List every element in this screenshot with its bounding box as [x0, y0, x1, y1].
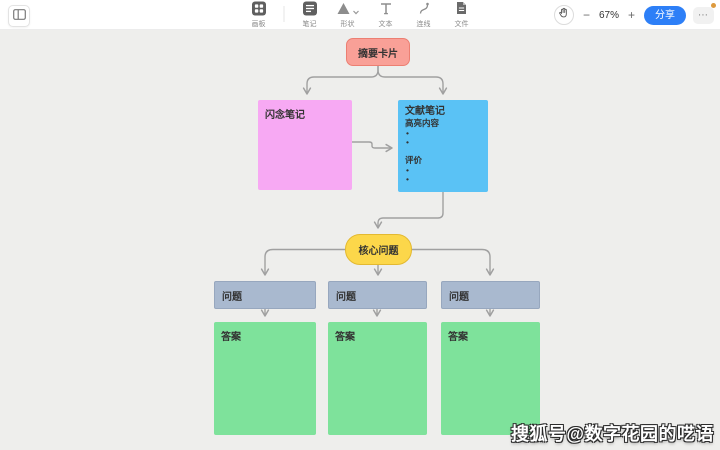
- answer-label: 答案: [335, 332, 355, 343]
- tool-note[interactable]: 笔记: [297, 1, 323, 29]
- node-answer-1[interactable]: 答案: [214, 322, 316, 435]
- tool-board-label: 画板: [251, 21, 266, 28]
- literature-bullet: •: [406, 137, 409, 147]
- toolbar: 画板 笔记 形状 文本: [246, 0, 475, 30]
- literature-bullet: •: [406, 174, 409, 184]
- literature-bullet: •: [406, 165, 409, 175]
- node-question-2[interactable]: 问题: [328, 281, 427, 309]
- literature-section-heading: 评价: [405, 155, 423, 165]
- fleeting-note-label: 闪念笔记: [265, 110, 305, 121]
- core-question-label: 核心问题: [358, 246, 399, 257]
- hand-icon: [557, 6, 570, 24]
- more-options-button[interactable]: ⋯: [693, 6, 714, 24]
- note-icon: [302, 1, 317, 21]
- node-question-3[interactable]: 问题: [441, 281, 540, 309]
- share-button[interactable]: 分享: [644, 5, 686, 25]
- notification-dot: [711, 3, 716, 8]
- sidebar-panel-icon: [12, 7, 26, 25]
- node-answer-2[interactable]: 答案: [328, 322, 427, 435]
- whiteboard-canvas[interactable]: 摘要卡片 闪念笔记 文献笔记 高亮内容 • • 评价 • • 核心问题 问题 问…: [0, 30, 720, 450]
- answer-label: 答案: [448, 332, 468, 343]
- summary-card-label: 摘要卡片: [358, 48, 398, 60]
- tool-text[interactable]: 文本: [373, 2, 399, 29]
- literature-section-gap: [405, 147, 481, 155]
- topbar: 画板 笔记 形状 文本: [0, 0, 720, 30]
- tool-connector-label: 连线: [416, 21, 431, 28]
- question-label: 问题: [336, 291, 356, 303]
- toolbar-divider: [283, 6, 285, 22]
- watermark: 搜狐号@数字花园的呓语: [510, 424, 714, 444]
- zoom-in-button[interactable]: +: [627, 8, 635, 22]
- literature-note-title: 文献笔记: [405, 106, 445, 117]
- tool-file-label: 文件: [454, 21, 469, 28]
- node-fleeting-note[interactable]: 闪念笔记: [258, 100, 352, 190]
- question-label: 问题: [449, 291, 469, 303]
- pan-hand-button[interactable]: [553, 5, 574, 25]
- tool-connector[interactable]: 连线: [411, 1, 437, 29]
- zoom-out-button[interactable]: −: [582, 8, 590, 22]
- topbar-right-controls: − 67% + 分享 ⋯: [553, 0, 714, 30]
- board-grid-icon: [251, 1, 266, 21]
- node-question-1[interactable]: 问题: [214, 281, 316, 309]
- node-core-question[interactable]: 核心问题: [345, 234, 412, 265]
- tool-text-label: 文本: [378, 21, 393, 28]
- answer-label: 答案: [221, 332, 241, 343]
- literature-bullet: •: [406, 128, 409, 138]
- node-summary-card[interactable]: 摘要卡片: [346, 38, 410, 66]
- tool-file[interactable]: 文件: [449, 1, 475, 29]
- shape-triangle-icon: [336, 2, 350, 20]
- question-label: 问题: [222, 291, 242, 303]
- node-answer-3[interactable]: 答案: [441, 322, 540, 435]
- file-icon: [456, 1, 468, 20]
- literature-section-heading: 高亮内容: [405, 118, 440, 128]
- connector-line-icon: [417, 1, 430, 20]
- chevron-down-icon: [352, 2, 359, 20]
- node-literature-note[interactable]: 文献笔记 高亮内容 • • 评价 • •: [398, 100, 488, 192]
- tool-shape-label: 形状: [340, 21, 355, 28]
- tool-board[interactable]: 画板: [246, 1, 272, 29]
- zoom-level: 67%: [598, 9, 619, 21]
- text-icon: [379, 2, 392, 20]
- tool-note-label: 笔记: [302, 21, 317, 28]
- tool-shape[interactable]: 形状: [335, 2, 361, 29]
- sidebar-toggle-button[interactable]: [8, 5, 30, 27]
